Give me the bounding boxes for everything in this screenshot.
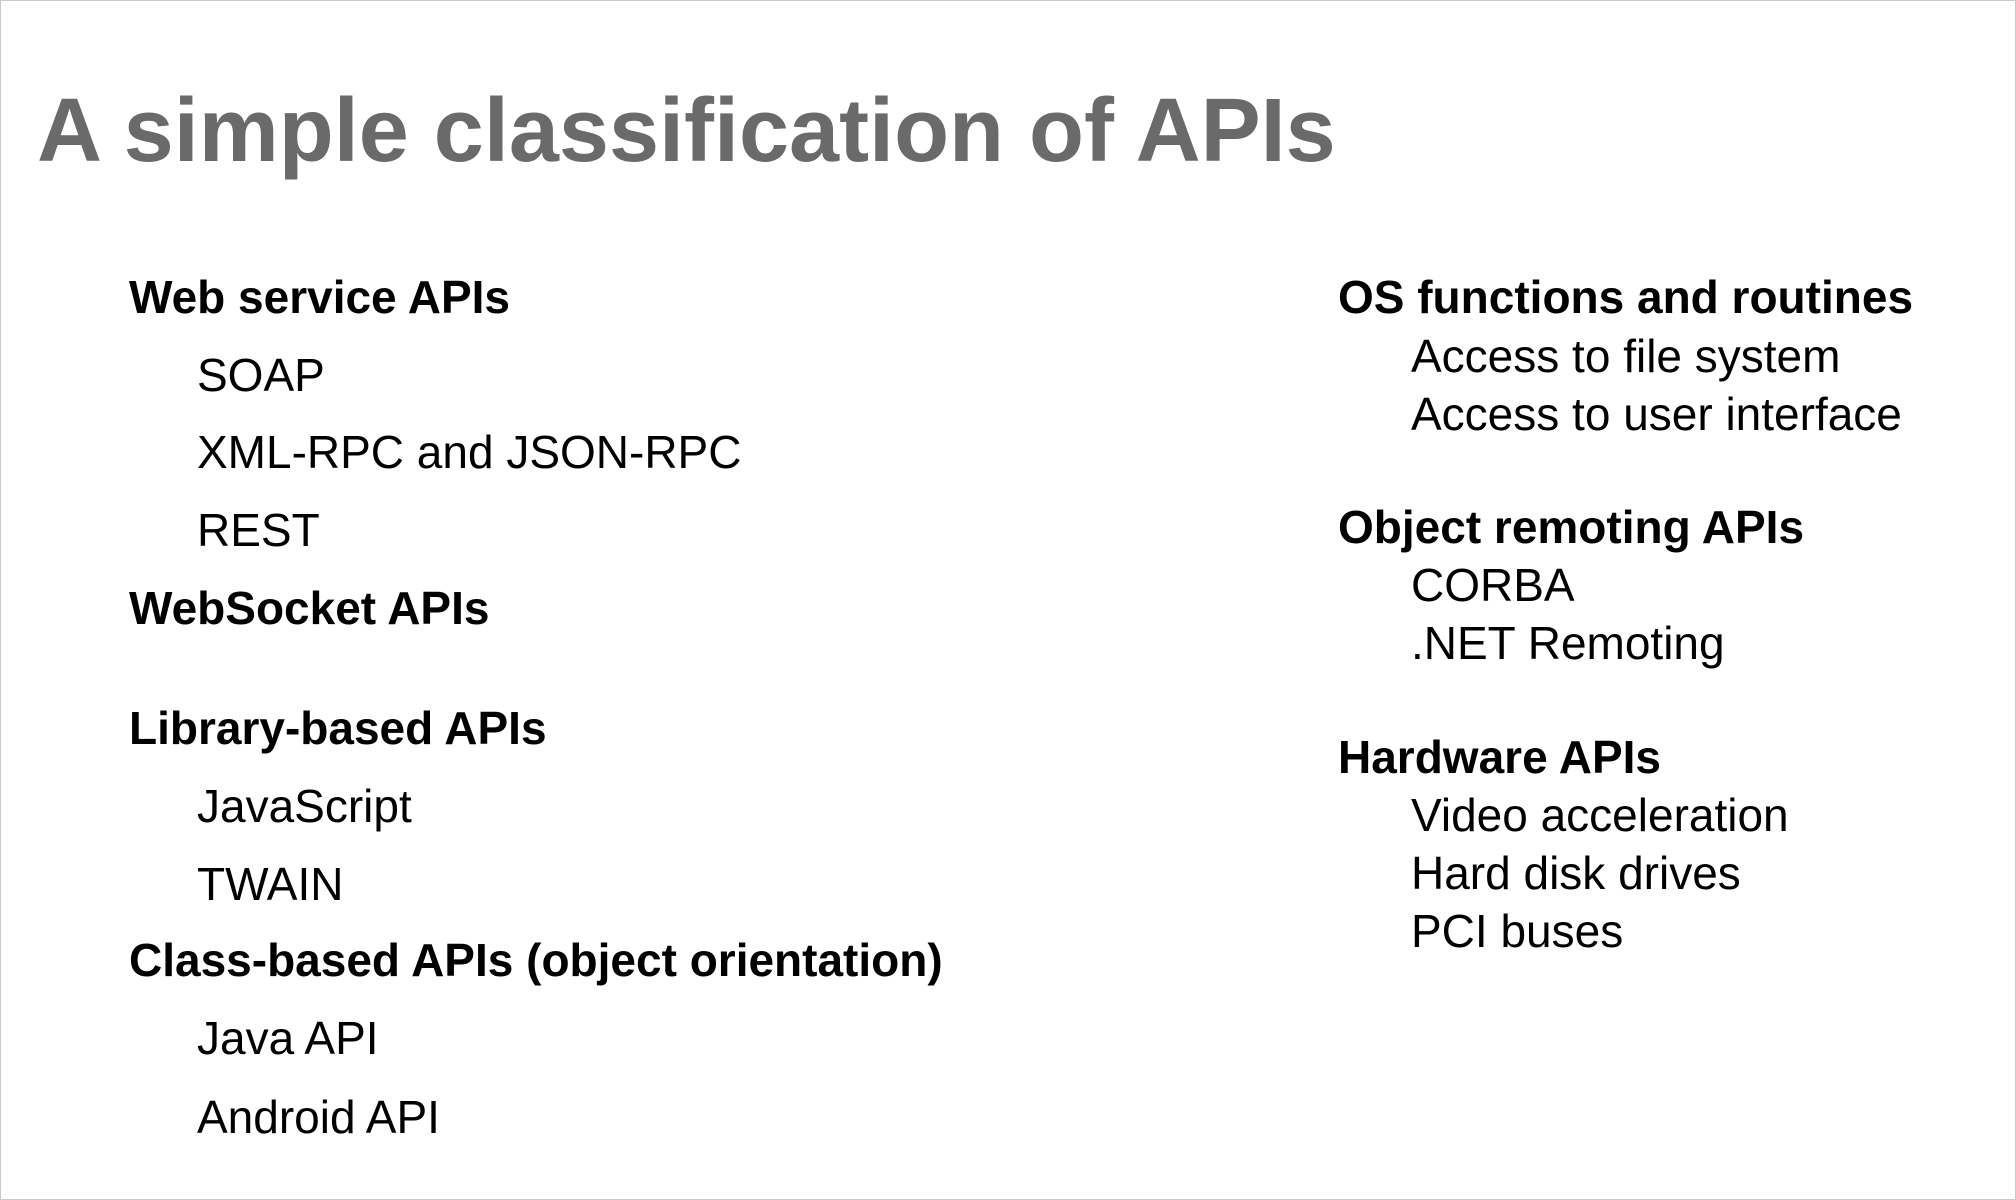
item-rest: REST — [197, 504, 320, 556]
item-twain: TWAIN — [197, 858, 344, 910]
heading-web-service-apis: Web service APIs — [129, 271, 510, 323]
heading-library-based-apis: Library-based APIs — [129, 702, 547, 754]
item-net-remoting: .NET Remoting — [1411, 617, 1725, 669]
item-access-file-system: Access to file system — [1411, 330, 1841, 382]
item-javascript: JavaScript — [197, 780, 412, 832]
heading-object-remoting-apis: Object remoting APIs — [1338, 501, 1805, 553]
item-android-api: Android API — [197, 1091, 440, 1143]
heading-os-functions: OS functions and routines — [1338, 271, 1914, 323]
item-soap: SOAP — [197, 349, 325, 401]
item-pci-buses: PCI buses — [1411, 905, 1624, 957]
item-corba: CORBA — [1411, 559, 1575, 611]
item-java-api: Java API — [197, 1012, 379, 1064]
slide-title: A simple classification of APIs — [37, 81, 1336, 181]
heading-hardware-apis: Hardware APIs — [1338, 731, 1661, 783]
heading-websocket-apis: WebSocket APIs — [129, 582, 490, 634]
item-xml-rpc-json-rpc: XML-RPC and JSON-RPC — [197, 426, 742, 478]
heading-class-based-apis: Class-based APIs (object orientation) — [129, 934, 943, 986]
item-video-acceleration: Video acceleration — [1411, 789, 1789, 841]
item-hard-disk-drives: Hard disk drives — [1411, 847, 1741, 899]
item-access-user-interface: Access to user interface — [1411, 388, 1902, 440]
